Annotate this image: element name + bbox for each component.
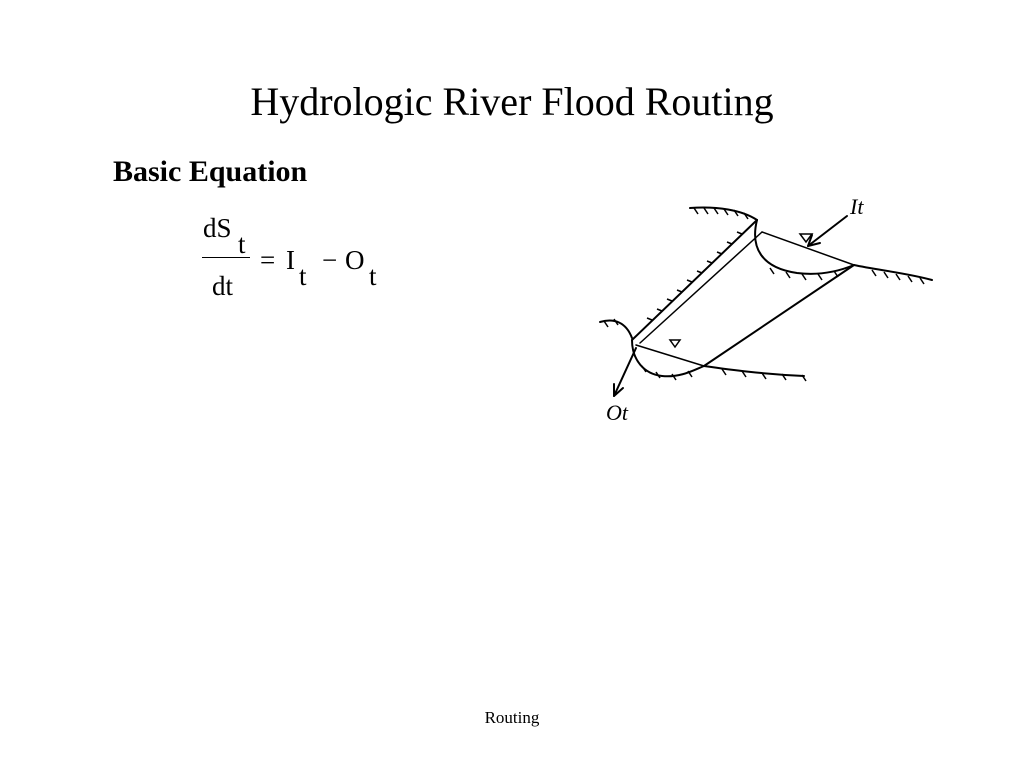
section-heading: Basic Equation — [113, 155, 308, 188]
ground-hatching — [603, 207, 925, 382]
downstream-cross-section — [631, 339, 705, 378]
upstream-water-surface — [761, 231, 855, 266]
equation-numerator-subscript: t — [238, 229, 246, 259]
minus-sign: − — [322, 245, 338, 275]
downstream-ground-right — [703, 365, 805, 377]
outflow-label: Ot — [606, 400, 629, 425]
outflow-symbol: O — [345, 245, 365, 275]
outflow-subscript: t — [369, 261, 377, 291]
left-bank-line — [631, 219, 758, 341]
fraction-bar — [202, 257, 250, 258]
upstream-cross-section — [754, 219, 855, 275]
equation-numerator: dS — [203, 213, 232, 243]
upstream-ground-right — [853, 264, 933, 281]
inflow-symbol: I — [286, 245, 295, 275]
inflow-subscript: t — [299, 261, 307, 291]
downstream-water-surface — [635, 344, 705, 367]
slide-footer: Routing — [484, 708, 540, 727]
equals-sign: = — [260, 245, 276, 275]
upstream-water-level-icon — [798, 233, 814, 244]
slide-title: Hydrologic River Flood Routing — [250, 79, 774, 124]
equation-denominator: dt — [212, 271, 234, 301]
downstream-ground-left — [599, 319, 633, 339]
water-edge-line — [639, 231, 763, 344]
downstream-water-level-icon — [668, 339, 682, 349]
inflow-arrowhead — [807, 234, 821, 247]
storage-equation: dS t dt = I t − O t — [196, 205, 396, 305]
outflow-arrow — [613, 347, 637, 397]
inflow-label: It — [849, 194, 864, 219]
right-bank-line — [703, 264, 855, 367]
upstream-ground-left — [689, 206, 758, 221]
outflow-arrowhead — [613, 383, 624, 397]
inflow-arrow — [807, 215, 848, 247]
river-reach-sketch: It Ot — [599, 194, 933, 425]
